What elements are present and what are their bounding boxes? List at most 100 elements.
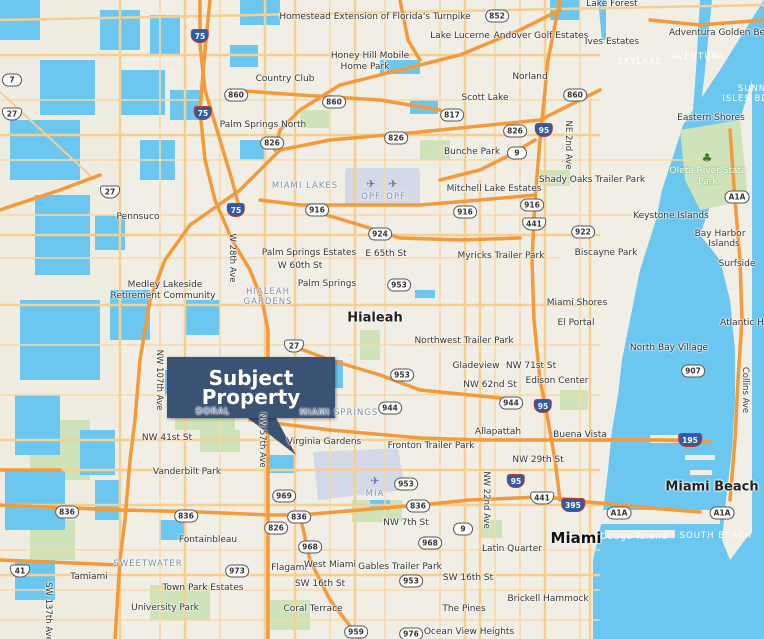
- label-tamiami: Tamiami: [70, 572, 108, 582]
- label-nw-ave: NW 57th Ave: [257, 412, 267, 468]
- label-allapattah: Allapattah: [474, 427, 522, 437]
- label-turnpike: Homestead Extension of Florida's Turnpik…: [279, 12, 471, 22]
- label-vanderbilt: Vanderbilt Park: [152, 467, 222, 477]
- label-brickell: Brickell Hammock: [507, 594, 589, 604]
- label-mia: MIA: [365, 489, 385, 499]
- route-shield: 860: [322, 95, 346, 109]
- subject-property-callout[interactable]: Subject Property: [167, 357, 335, 418]
- label-pennsuco: Pennsuco: [116, 212, 160, 222]
- label-keystone: Keystone Islands: [633, 211, 709, 221]
- label-atlantic-h: Atlantic H: [720, 318, 764, 328]
- label-coral-terrace: Coral Terrace: [283, 604, 343, 614]
- label-nw-71st: NW 71st St: [505, 361, 557, 371]
- label-nw-22nd: NW 22nd Ave: [481, 471, 491, 529]
- label-medley-1: Medley Lakeside: [127, 280, 203, 290]
- label-honey-hill-2: Home Park: [340, 62, 390, 72]
- label-palm-springs-north: Palm Springs North: [219, 120, 307, 130]
- interstate-shield: 75: [193, 106, 213, 120]
- route-shield: 860: [224, 88, 248, 102]
- label-eastern-shores: Eastern Shores: [677, 113, 745, 123]
- label-surfside: Surfside: [718, 259, 756, 269]
- route-shield: 826: [503, 124, 527, 138]
- label-palm-springs-estates: Palm Springs Estates: [261, 248, 357, 258]
- route-shield: 836: [174, 509, 198, 523]
- interstate-shield: 75: [226, 203, 246, 217]
- callout-line-2: Property: [201, 384, 301, 409]
- label-ne-2nd-ave: NE 2nd Ave: [563, 120, 573, 170]
- label-nw-41st: NW 41st St: [141, 433, 193, 443]
- label-adventura-golden: Adventura Golden Be: [668, 28, 764, 38]
- label-northwest-trailer: Northwest Trailer Park: [414, 336, 514, 346]
- label-hialeah-gardens-2: GARDENS: [243, 297, 293, 307]
- interstate-shield: 195: [678, 433, 702, 447]
- label-scott-lake: Scott Lake: [461, 93, 509, 103]
- tree-icon: ♣: [701, 151, 713, 165]
- label-nw-29th: NW 29th St: [512, 455, 564, 465]
- route-shield: 852: [485, 9, 509, 23]
- label-w-60th: W 60th St: [277, 261, 323, 271]
- route-shield: 860: [563, 88, 587, 102]
- label-flagami: Flagami: [271, 563, 307, 573]
- route-shield: A1A: [724, 190, 750, 204]
- label-aventura: AVENTURA: [671, 52, 725, 62]
- opf-airport-area: [345, 168, 420, 206]
- label-doral: DORAL: [195, 407, 231, 417]
- us-route-shield: 441: [530, 491, 554, 505]
- route-shield: 9: [507, 146, 527, 160]
- route-shield: 976: [399, 627, 423, 639]
- route-shield: 968: [298, 540, 322, 554]
- route-shield: A1A: [606, 506, 632, 520]
- airport-icon: ✈: [366, 177, 376, 191]
- label-honey-hill-1: Honey Hill Mobile: [330, 51, 410, 61]
- route-shield: 836: [406, 499, 430, 513]
- label-university-park: University Park: [131, 603, 199, 613]
- us-route-shield: 27: [2, 107, 22, 121]
- label-collins-ave: Collins Ave: [740, 366, 750, 414]
- label-miami-lakes: MIAMI LAKES: [271, 181, 339, 191]
- label-sunny-2: ISLES BE: [722, 94, 764, 104]
- us-route-shield: 41: [10, 564, 30, 578]
- label-gladeview: Gladeview: [452, 361, 500, 371]
- label-dodge-island: Dodge Island: [600, 532, 668, 542]
- route-shield: 953: [399, 574, 423, 588]
- label-bay-harbor-1: Bay Harbor: [694, 229, 746, 239]
- label-nw-7th: NW 7th St: [383, 518, 429, 528]
- label-w-28th-ave: W 28th Ave: [227, 233, 237, 283]
- route-shield: 826: [384, 131, 408, 145]
- label-south-beach: SOUTH BEACH: [679, 531, 753, 541]
- callout-pointer: [248, 418, 296, 455]
- label-buena-vista: Buena Vista: [553, 430, 607, 440]
- label-miami-springs: MIAMI SPRINGS: [299, 408, 379, 418]
- route-shield: 916: [305, 203, 329, 217]
- airport-icon: ✈: [388, 177, 398, 191]
- label-lake-lucerne: Lake Lucerne: [430, 31, 490, 41]
- label-oleta-2: Park: [698, 177, 718, 187]
- route-shield: 817: [440, 108, 464, 122]
- label-gables-trailer: Gables Trailer Park: [358, 562, 442, 572]
- us-route-shield: 27: [284, 339, 304, 353]
- route-shield: 924: [368, 227, 392, 241]
- label-sweetwater: SWEETWATER: [113, 559, 183, 569]
- route-shield: 9: [453, 522, 473, 536]
- interstate-shield: 75: [190, 29, 210, 43]
- label-mitchell-lake: Mitchell Lake Estates: [446, 184, 542, 194]
- label-edison-center: Edison Center: [525, 376, 589, 386]
- label-e-65th: E 65th St: [365, 249, 407, 259]
- route-shield: 836: [55, 505, 79, 519]
- label-el-portal: El Portal: [557, 318, 595, 328]
- label-hialeah-gardens-1: HIALEAH: [245, 287, 291, 297]
- label-country-club: Country Club: [255, 74, 315, 84]
- airport-icon: ✈: [370, 474, 380, 488]
- route-shield: 944: [378, 401, 402, 415]
- label-latin-quarter: Latin Quarter: [482, 544, 542, 554]
- label-opf-1: OPF: [361, 192, 381, 202]
- label-ives-estates: Ives Estates: [584, 37, 640, 47]
- label-nw-107th: NW 107th Ave: [154, 349, 164, 411]
- label-miami-beach: Miami Beach: [665, 479, 759, 495]
- route-shield: 826: [264, 521, 288, 535]
- interstate-shield: 95: [534, 123, 554, 137]
- label-sw-137th: SW 137th Ave: [43, 582, 53, 639]
- route-shield: 944: [499, 396, 523, 410]
